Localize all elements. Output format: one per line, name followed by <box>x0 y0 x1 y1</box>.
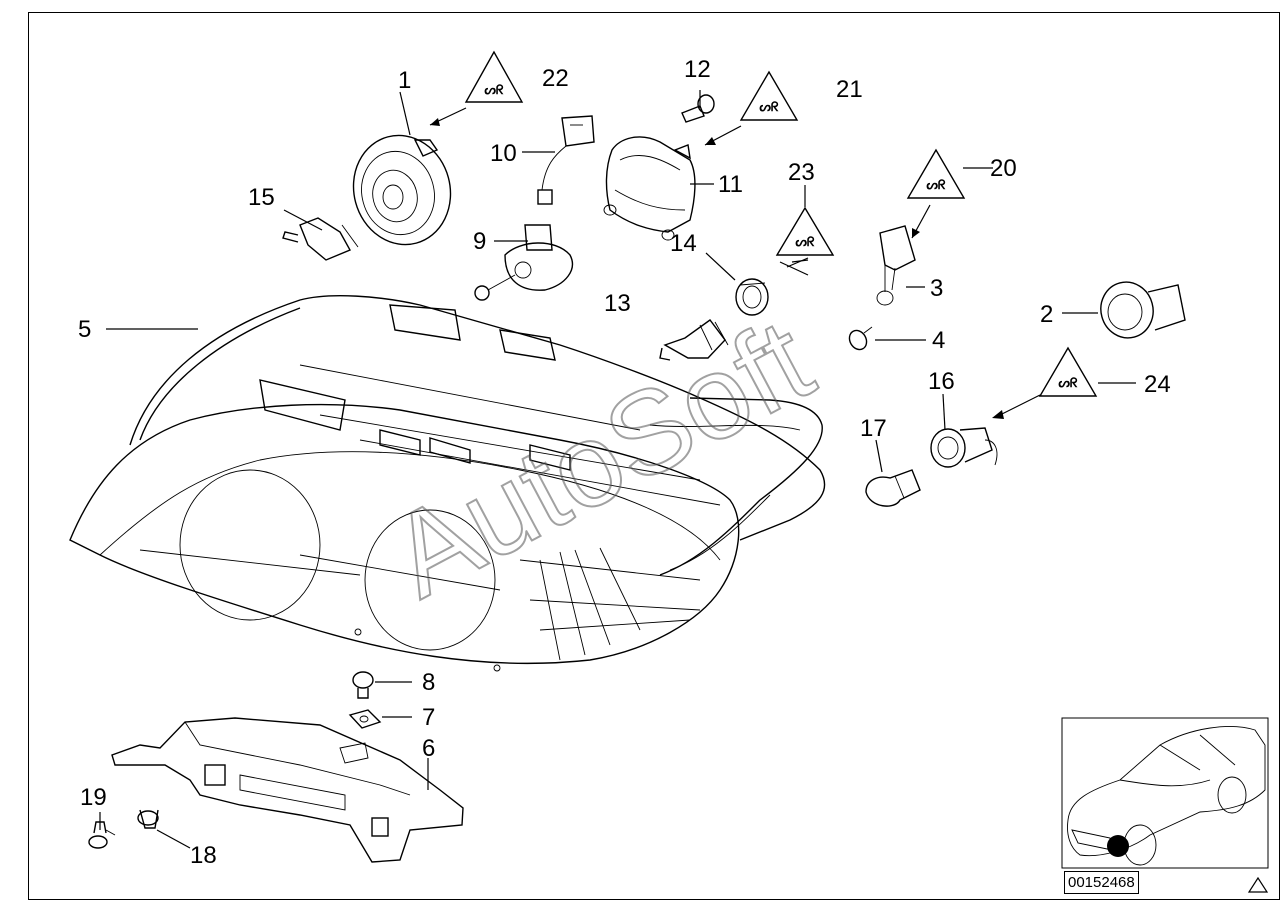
warning-triangle-icon: ᔕᖇ <box>1038 346 1098 397</box>
callout-14: 14 <box>670 230 697 257</box>
leader-lines <box>99 90 1136 849</box>
screw <box>681 94 715 123</box>
bulb-h7 <box>282 217 359 261</box>
push-clip <box>88 821 116 849</box>
turn-signal-socket <box>930 427 998 468</box>
callout-1: 1 <box>398 67 411 94</box>
callout-12: 12 <box>684 56 711 83</box>
callout-7: 7 <box>422 704 435 731</box>
bulb-socket <box>1100 281 1186 339</box>
warning-triangle-icon: ᔕᖇ <box>739 70 799 121</box>
svg-text:ᔕᖇ: ᔕᖇ <box>759 99 779 114</box>
callout-18: 18 <box>190 842 217 869</box>
callout-9: 9 <box>473 228 486 255</box>
bulb-h7-low <box>659 319 729 361</box>
leveling-actuator <box>474 224 573 301</box>
callout-11: 11 <box>718 171 743 198</box>
callout-19: 19 <box>80 784 107 811</box>
car-locator-icon <box>1061 717 1269 869</box>
svg-text:ᔕᖇ: ᔕᖇ <box>484 82 504 97</box>
diagram-frame <box>28 12 1280 900</box>
callout-3: 3 <box>930 275 943 302</box>
clip-nut <box>348 709 382 729</box>
callout-22: 22 <box>542 65 569 92</box>
callout-16: 16 <box>928 368 955 395</box>
callout-10: 10 <box>490 140 517 167</box>
bulb-retaining-clip <box>735 278 769 316</box>
svg-text:ᔕᖇ: ᔕᖇ <box>795 234 815 249</box>
watermark: AutoSoft <box>370 294 832 623</box>
connector-wire <box>537 115 595 205</box>
callout-8: 8 <box>422 669 435 696</box>
ballast-module <box>603 136 696 241</box>
callout-13: 13 <box>604 290 631 317</box>
side-marker-bulb <box>876 225 916 306</box>
callout-labels: 1 2 3 4 5 6 7 8 9 10 11 12 13 14 15 16 1… <box>78 56 1171 869</box>
callout-24: 24 <box>1144 371 1171 398</box>
callout-4: 4 <box>932 327 945 354</box>
warning-triangle-icon: ᔕᖇ <box>906 148 966 199</box>
callout-5: 5 <box>78 316 91 343</box>
support-bracket <box>111 717 464 863</box>
turn-signal-bulb <box>865 469 921 507</box>
document-number: 00152468 <box>1064 871 1139 894</box>
small-bulb <box>848 326 873 351</box>
corner-triangle-icon <box>1247 876 1269 893</box>
callout-21: 21 <box>836 76 863 103</box>
expanding-rivet <box>137 809 159 829</box>
callout-17: 17 <box>860 415 887 442</box>
svg-text:ᔕᖇ: ᔕᖇ <box>926 177 946 192</box>
callout-15: 15 <box>248 184 275 211</box>
svg-text:ᔕᖇ: ᔕᖇ <box>1058 375 1078 390</box>
callout-23: 23 <box>788 159 815 186</box>
callout-6: 6 <box>422 735 435 762</box>
callout-20: 20 <box>990 155 1017 182</box>
high-beam-reflector <box>352 134 452 246</box>
bolt <box>352 671 374 699</box>
callout-2: 2 <box>1040 301 1053 328</box>
warning-triangle-icon: ᔕᖇ <box>775 206 835 256</box>
headlight-housing <box>69 295 826 672</box>
warning-triangle-icon: ᔕᖇ <box>464 50 524 103</box>
